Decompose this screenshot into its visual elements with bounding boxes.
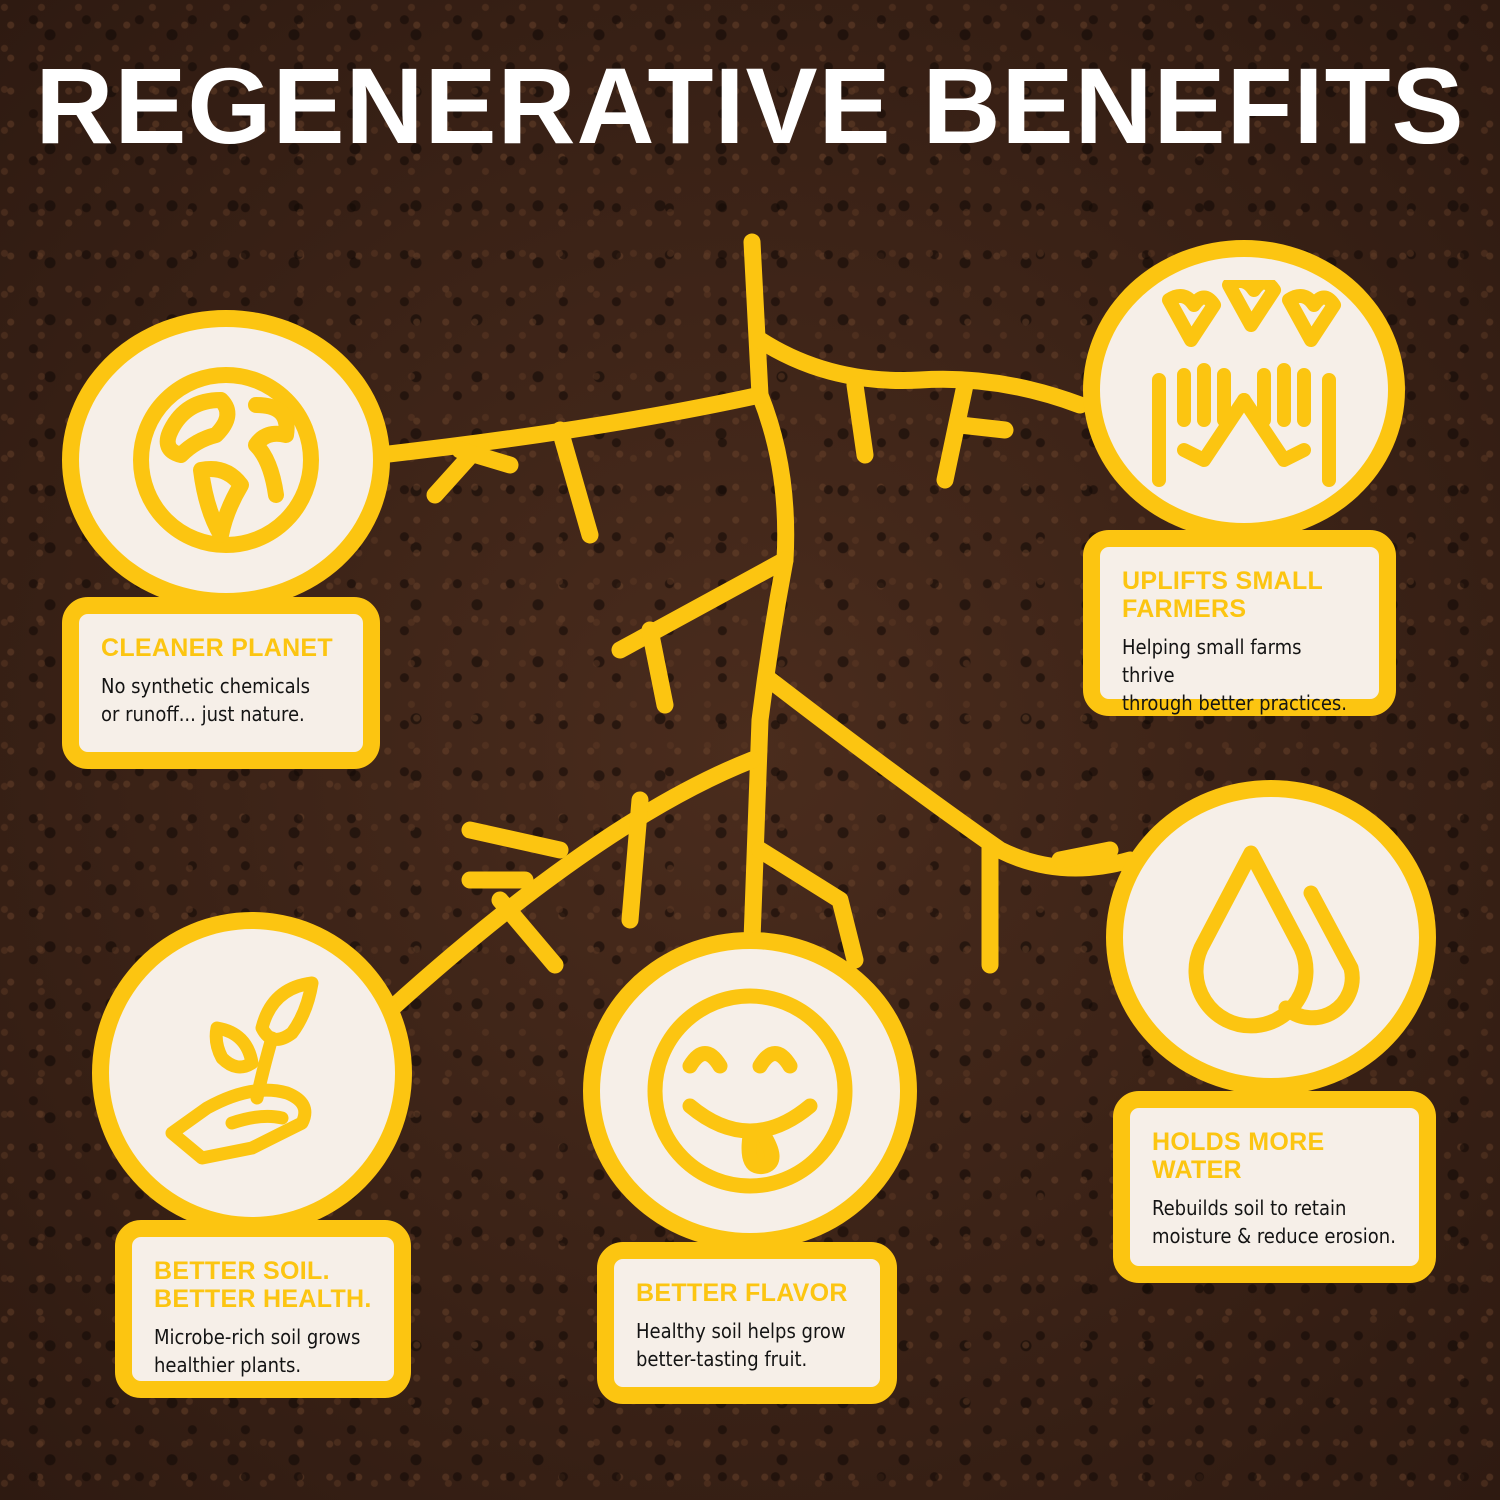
- benefit-heading: CLEANER PLANET: [101, 634, 333, 662]
- water-drops-icon-circle: [1106, 780, 1436, 1095]
- benefit-description: Helping small farms thrive through bette…: [1122, 635, 1347, 715]
- smiley-tongue-icon-circle: [583, 932, 917, 1250]
- seedling-hand-icon: [165, 976, 319, 1165]
- benefit-heading: BETTER FLAVOR: [636, 1279, 848, 1307]
- benefit-card-holds-more-water: HOLDS MORE WATER Rebuilds soil to retain…: [1113, 1091, 1436, 1283]
- water-drops-icon: [1188, 845, 1360, 1033]
- benefit-description: Microbe-rich soil grows healthier plants…: [154, 1325, 361, 1377]
- page-title: REGENERATIVE BENEFITS: [35, 45, 1465, 166]
- benefit-heading: BETTER SOIL. BETTER HEALTH.: [154, 1257, 372, 1313]
- benefit-description: Healthy soil helps grow better-tasting f…: [636, 1319, 846, 1371]
- benefit-card-better-soil-better-health: BETTER SOIL. BETTER HEALTH. Microbe-rich…: [115, 1220, 411, 1398]
- hands-hearts-icon-circle: [1083, 240, 1405, 540]
- benefit-heading: HOLDS MORE WATER: [1152, 1128, 1325, 1184]
- benefit-card-cleaner-planet: CLEANER PLANET No synthetic chemicals or…: [62, 597, 380, 769]
- hands-hearts-icon: [1152, 280, 1341, 487]
- seedling-hand-icon-circle: [92, 912, 412, 1234]
- benefit-card-uplifts-small-farmers: UPLIFTS SMALL FARMERS Helping small farm…: [1083, 530, 1396, 716]
- globe-icon: [133, 367, 319, 553]
- benefit-card-better-flavor: BETTER FLAVOR Healthy soil helps grow be…: [597, 1242, 897, 1404]
- benefit-heading: UPLIFTS SMALL FARMERS: [1122, 567, 1324, 623]
- benefit-description: Rebuilds soil to retain moisture & reduc…: [1152, 1196, 1396, 1248]
- smiley-tongue-icon: [647, 988, 853, 1194]
- globe-icon-circle: [62, 310, 390, 610]
- benefit-description: No synthetic chemicals or runoff... just…: [101, 674, 310, 726]
